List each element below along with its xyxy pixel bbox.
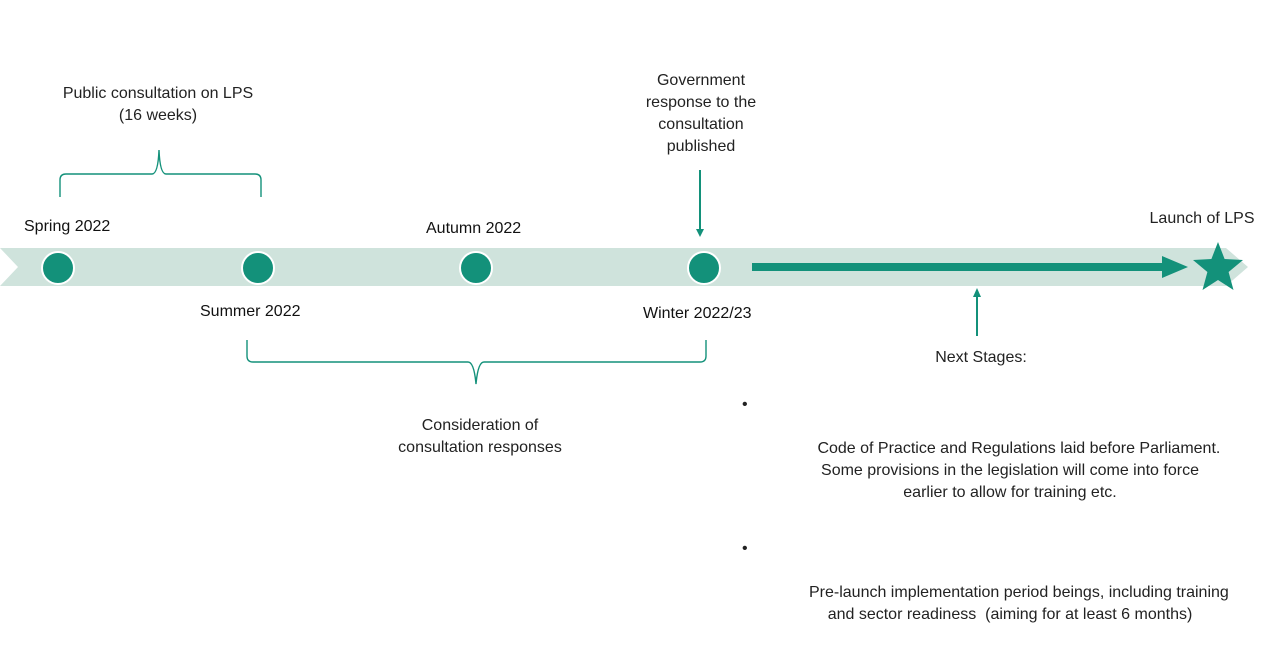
milestone-label-winter: Winter 2022/23 <box>643 305 752 322</box>
next-stages-list: • Code of Practice and Regulations laid … <box>736 394 1260 660</box>
launch-label: Launch of LPS <box>1149 210 1255 227</box>
consultation-brace <box>59 149 262 197</box>
milestone-label-summer: Summer 2022 <box>200 303 301 320</box>
consultation-annotation: Public consultation on LPS (16 weeks) <box>62 85 254 124</box>
bullet-icon: • <box>742 396 748 413</box>
govt-response-annotation: Government response to the consultation … <box>645 72 757 155</box>
consideration-brace <box>246 340 707 385</box>
timeline-diagram <box>0 149 1248 385</box>
next-stages-arrow-head <box>973 288 981 297</box>
consideration-annotation: Consideration of consultation responses <box>398 417 562 456</box>
timeline-band <box>0 248 1248 286</box>
next-stage-text: Code of Practice and Regulations laid be… <box>817 440 1221 501</box>
govt-response-arrow-head <box>696 229 704 237</box>
star-icon <box>1193 242 1243 290</box>
bullet-icon: • <box>742 540 748 557</box>
milestone-node-winter <box>687 251 721 285</box>
next-stage-item: • Code of Practice and Regulations laid … <box>736 394 1260 526</box>
next-stages-title: Next Stages: <box>935 349 1027 366</box>
milestone-label-autumn: Autumn 2022 <box>426 220 522 237</box>
next-stage-text: Pre-launch implementation period beings,… <box>808 584 1229 623</box>
milestone-node-spring <box>41 251 75 285</box>
progress-arrow-head <box>1162 256 1188 278</box>
milestone-node-summer <box>241 251 275 285</box>
next-stage-item: • Pre-launch implementation period being… <box>736 538 1260 648</box>
milestone-label-spring: Spring 2022 <box>24 218 111 235</box>
milestone-node-autumn <box>459 251 493 285</box>
